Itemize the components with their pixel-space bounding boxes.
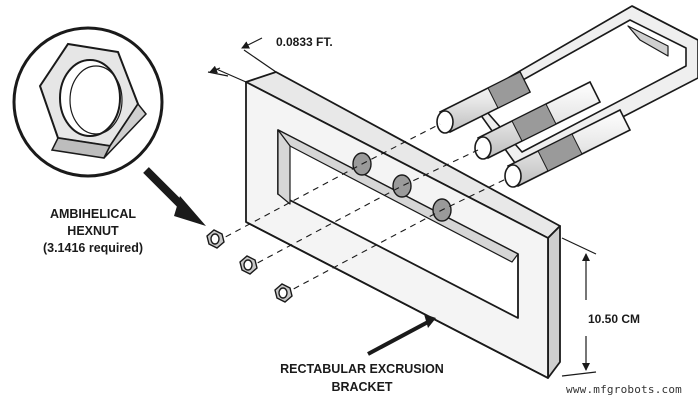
hexnut-callout-circle (12, 26, 164, 178)
rod-middle (474, 80, 602, 160)
height-dimension (561, 237, 597, 377)
hex-nut-2 (239, 255, 258, 275)
assembly-lines (215, 123, 509, 295)
bracket-label-leader (367, 314, 436, 356)
hex-nuts (206, 229, 293, 303)
hex-nut-3 (274, 283, 293, 303)
thickness-dimension (207, 37, 277, 83)
bracket-label-line1: RECTABULAR EXCRUSION (280, 362, 444, 376)
watermark: www.mfgrobots.com (566, 383, 682, 396)
bracket-label-line2: BRACKET (331, 380, 393, 394)
bracket-label: RECTABULAR EXCRUSION BRACKET (262, 360, 462, 396)
hexnut-label-line2: HEXNUT (67, 224, 119, 238)
hex-nut-1 (206, 229, 225, 249)
hexnut-label-line3: (3.1416 required) (42, 241, 144, 255)
thickness-dimension-label: 0.0833 FT. (276, 35, 333, 49)
callout-arrow (143, 167, 206, 226)
rod-bottom (504, 108, 632, 188)
hexnut-label: AMBIHELICAL HEXNUT (3.1416 required) (18, 206, 168, 257)
rod-top (436, 70, 532, 134)
height-dimension-label: 10.50 CM (588, 312, 641, 326)
hexnut-label-line1: AMBIHELICAL (49, 207, 137, 221)
